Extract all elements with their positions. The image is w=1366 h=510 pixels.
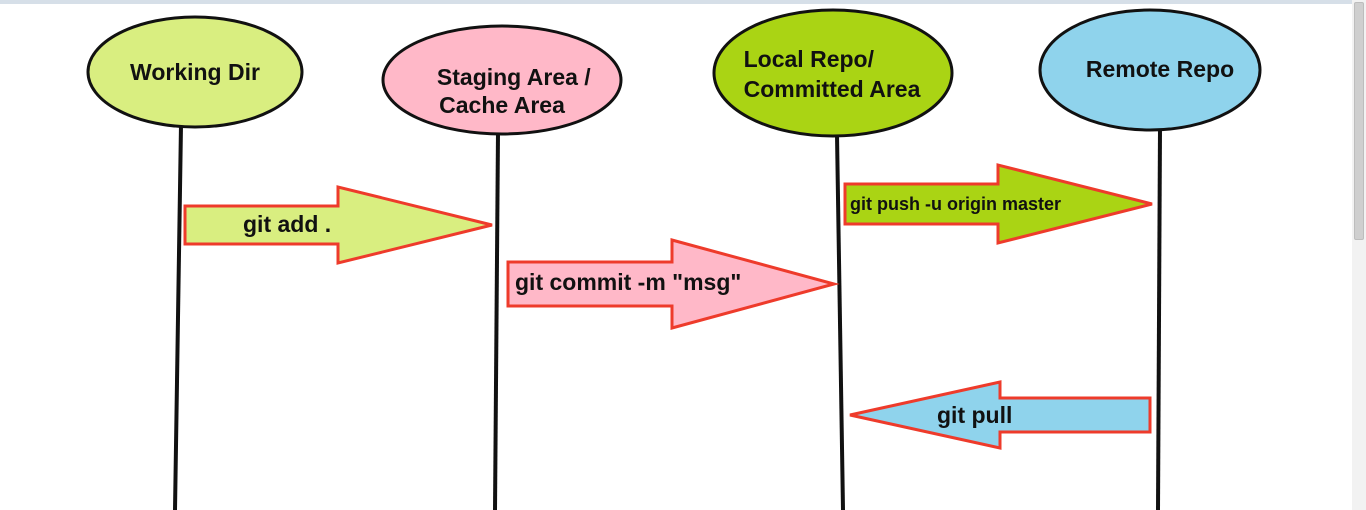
staging-ellipse [381, 24, 623, 136]
git-add-arrow-shape [183, 185, 493, 265]
staging-label-line-1: Staging Area / [437, 64, 591, 90]
working-dir-label: Working Dir [130, 59, 260, 85]
git-commit-label: git commit -m "msg" [515, 269, 741, 295]
arrow-git-commit: git commit -m "msg" [506, 238, 840, 330]
local-repo-ellipse [712, 8, 954, 138]
arrow-git-push: git push -u origin master [843, 163, 1153, 245]
node-remote-repo: Remote Repo [1038, 8, 1262, 132]
git-commit-arrow-shape [506, 238, 840, 330]
arrow-git-pull: git pull [849, 380, 1152, 450]
local-repo-label-line-1: Local Repo/ [744, 46, 875, 72]
working-dir-ellipse [86, 15, 304, 129]
local-repo-label-line-2: Committed Area [744, 76, 921, 102]
working-dir-lifeline [173, 124, 183, 510]
window-top-border [0, 0, 1366, 4]
staging-lifeline [493, 131, 500, 510]
git-add-label: git add . [243, 211, 331, 237]
remote-repo-ellipse [1038, 8, 1262, 132]
local-repo-lifeline [835, 134, 845, 510]
svg-text:Remote Repo: Remote Repo [1086, 56, 1234, 82]
git-push-label: git push -u origin master [850, 194, 1061, 214]
svg-text:Local Repo/ Committed: Local Repo/ Committed Area [744, 46, 921, 102]
node-working-dir: Working Dir [86, 15, 304, 129]
svg-text:Staging Area / Cache A: Staging Area / Cache Area [437, 64, 597, 118]
arrow-git-add: git add . [183, 185, 493, 265]
remote-repo-label: Remote Repo [1086, 56, 1234, 82]
git-pull-label: git pull [937, 402, 1012, 428]
remote-repo-lifeline [1156, 127, 1162, 510]
node-local-repo: Local Repo/ Committed Area [712, 8, 954, 138]
staging-label-line-2: Cache Area [439, 92, 565, 118]
svg-text:Working Dir: Working Dir [130, 59, 260, 85]
git-pull-arrow-shape [849, 380, 1152, 450]
node-staging-area: Staging Area / Cache Area [381, 24, 623, 136]
vertical-scrollbar[interactable] [1352, 0, 1366, 510]
scrollbar-thumb[interactable] [1354, 2, 1364, 240]
git-push-arrow-shape [843, 163, 1153, 245]
